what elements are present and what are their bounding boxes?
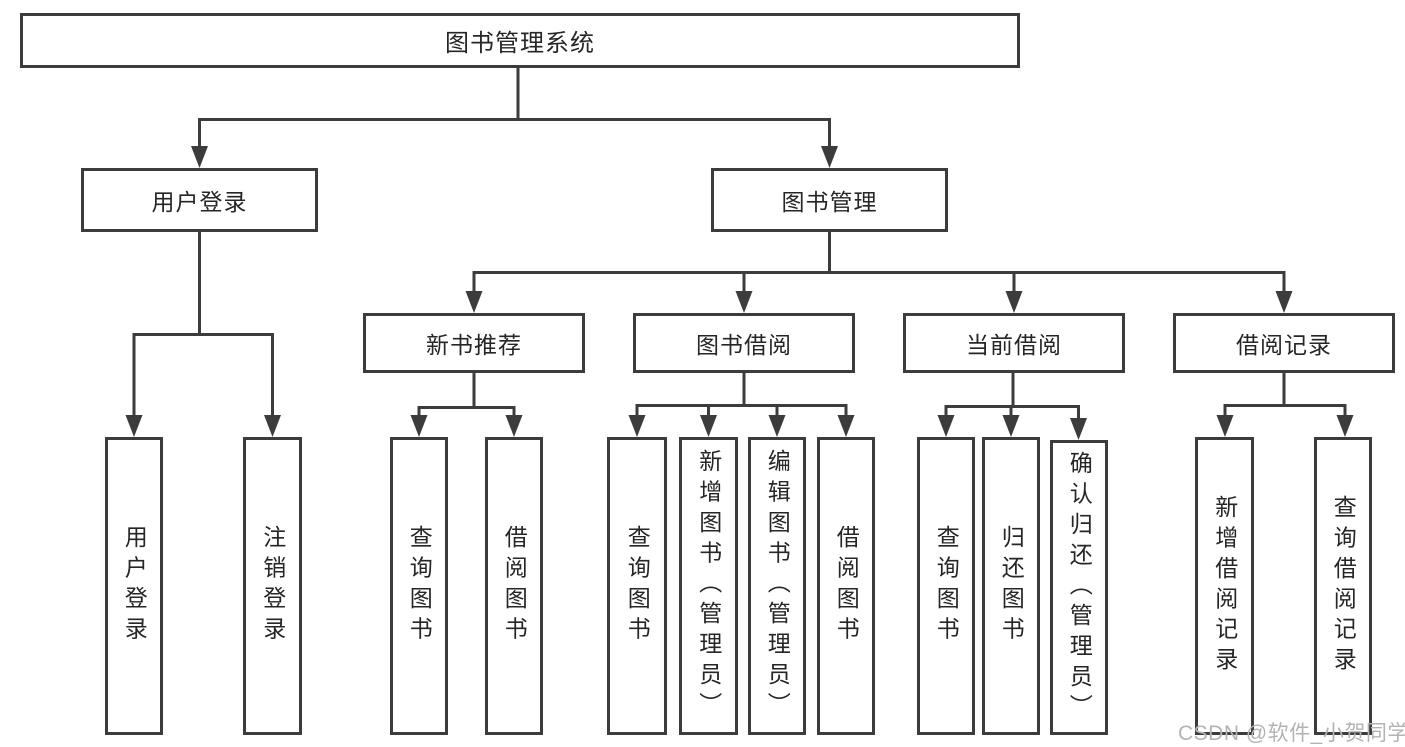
leaf-confirm-return-admin-label: 确认归还（管理员） xyxy=(1066,450,1093,725)
node-book-management-label: 图书管理 xyxy=(781,189,878,215)
node-book-management: 图书管理 xyxy=(711,168,948,232)
node-user-login-label: 用户登录 xyxy=(151,189,248,215)
leaf-return-books: 归还图书 xyxy=(982,437,1040,735)
leaf-add-borrow-record: 新增借阅记录 xyxy=(1195,437,1254,735)
leaf-add-books-admin-label: 新增图书（管理员） xyxy=(695,449,722,723)
leaf-query-books-3: 查询图书 xyxy=(917,437,975,735)
watermark: CSDN @软件_小贺同学 xyxy=(1178,722,1405,745)
leaf-borrow-books-2: 借阅图书 xyxy=(817,437,875,735)
leaf-borrow-books-1-label: 借阅图书 xyxy=(501,525,528,647)
leaf-query-books-2: 查询图书 xyxy=(607,437,667,735)
node-new-book-recommend: 新书推荐 xyxy=(363,313,585,373)
leaf-edit-books-admin: 编辑图书（管理员） xyxy=(748,437,806,735)
root-node: 图书管理系统 xyxy=(20,13,1020,68)
root-node-label: 图书管理系统 xyxy=(445,30,595,57)
leaf-edit-books-admin-label: 编辑图书（管理员） xyxy=(764,449,791,723)
leaf-add-books-admin: 新增图书（管理员） xyxy=(679,437,738,735)
leaf-user-login: 用户登录 xyxy=(105,437,163,735)
node-new-book-recommend-label: 新书推荐 xyxy=(426,332,522,358)
leaf-query-books-1-label: 查询图书 xyxy=(406,525,433,647)
node-book-borrow: 图书借阅 xyxy=(633,313,855,373)
leaf-query-books-1: 查询图书 xyxy=(390,437,448,735)
leaf-return-books-label: 归还图书 xyxy=(998,525,1025,647)
leaf-query-books-2-label: 查询图书 xyxy=(624,525,651,647)
leaf-logout: 注销登录 xyxy=(243,437,302,735)
leaf-query-borrow-record-label: 查询借阅记录 xyxy=(1330,494,1357,678)
leaf-user-login-label: 用户登录 xyxy=(121,525,148,647)
leaf-borrow-books-1: 借阅图书 xyxy=(485,437,543,735)
leaf-query-borrow-record: 查询借阅记录 xyxy=(1314,437,1372,735)
leaf-borrow-books-2-label: 借阅图书 xyxy=(833,525,860,647)
leaf-logout-label: 注销登录 xyxy=(259,525,286,647)
node-borrow-records-label: 借阅记录 xyxy=(1236,332,1332,358)
node-current-borrow: 当前借阅 xyxy=(903,313,1125,373)
node-book-borrow-label: 图书借阅 xyxy=(696,332,792,358)
leaf-query-books-3-label: 查询图书 xyxy=(933,525,960,647)
node-user-login: 用户登录 xyxy=(81,168,318,232)
node-current-borrow-label: 当前借阅 xyxy=(966,332,1062,358)
leaf-add-borrow-record-label: 新增借阅记录 xyxy=(1211,494,1238,678)
leaf-confirm-return-admin: 确认归还（管理员） xyxy=(1050,440,1108,735)
node-borrow-records: 借阅记录 xyxy=(1173,313,1395,373)
